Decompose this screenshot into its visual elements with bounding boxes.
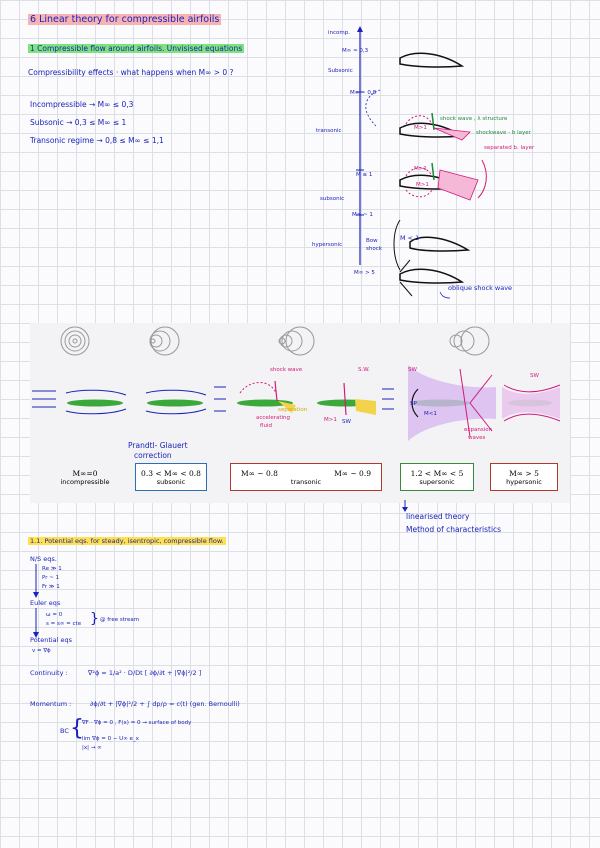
fig-accelerating-1: accelerating [256, 415, 291, 421]
fig-sw-2: SW [342, 419, 351, 425]
fig-prandtl-glauert-1: Prandtl- Glauert [128, 441, 188, 450]
regime-incompressible: Incompressible → M∞ ≤ 0,3 [30, 100, 134, 109]
box-incompressible: M∞=0 incompressible [60, 469, 110, 486]
label-m-lt-1: M < 1 [400, 234, 420, 242]
label-hypersonic: hypersonic [312, 242, 343, 248]
arrow-to-linearised [402, 500, 408, 512]
ns-re: Re ≫ 1 [42, 566, 62, 572]
bc-brace: { [70, 716, 84, 741]
box-hypersonic: M∞ > 5 hypersonic [490, 463, 558, 491]
ns-eqs: N/S eqs. [30, 555, 57, 563]
fig-expansion-1: expansion [464, 427, 493, 433]
label-oblique: oblique shock wave [448, 284, 513, 292]
box-subsonic: 0.3 < M∞ < 0.8 subsonic [135, 463, 207, 491]
fig-m-gt-1: M>1 [324, 417, 337, 423]
fig-separation: separation [278, 407, 308, 413]
label-m1-b: M>1 [414, 166, 427, 172]
label-shock: shock [366, 246, 382, 252]
bc-farfield: lim ∇ϕ = 0 − U∞ e_x [82, 736, 139, 742]
bc-label: BC [60, 727, 69, 735]
potential-eqs: Potential eqs [30, 636, 73, 644]
figure-drawing [32, 326, 561, 441]
method-characteristics: Method of characteristics [406, 525, 502, 534]
euler-entropy: s = s∞ = cte [46, 621, 82, 627]
fig-sw-4: SW [530, 373, 539, 379]
page-title: 6 Linear theory for compressible airfoil… [28, 14, 222, 25]
fig-accelerating-2: fluid [260, 423, 272, 429]
label-m1-c: M>1 [416, 182, 429, 188]
euler-brace: } [90, 611, 99, 627]
continuity-eq: ∇²ϕ = 1/a² · D/Dt [ ∂ϕ/∂t + |∇ϕ|²/2 ] [88, 669, 202, 677]
label-m1-a: M>1 [414, 125, 427, 131]
fig-expansion-2: waves [468, 435, 486, 441]
label-shock-layer: shockwave - b layer [476, 130, 531, 136]
regime-subsonic: Subsonic → 0,3 ≤ M∞ ≤ 1 [30, 118, 127, 127]
question-line: Compressibility effects · what happens w… [28, 68, 234, 77]
fig-sw-3: SW [408, 367, 417, 373]
euler-eqs: Euler eqs [30, 599, 61, 607]
ns-bracket [33, 564, 39, 598]
box-transonic: M∞ ~ 0.8 M∞ ~ 0.9 transonic [230, 463, 382, 491]
label-transonic: transonic [316, 128, 342, 134]
label-incomp: incomp. [328, 30, 350, 36]
euler-bracket [33, 608, 39, 638]
label-m08: M∞ ~ 0,8 [350, 90, 377, 96]
free-stream: @ free stream [100, 617, 140, 623]
potential-def: v = ∇ϕ [32, 648, 51, 654]
label-m1-sim: M∞ ~ 1 [352, 212, 373, 218]
fig-shock-wave: shock wave [270, 367, 303, 373]
fig-sw-1: S.W. [358, 367, 370, 373]
ns-fr: Fr ≫ 1 [42, 584, 60, 590]
label-separated: separated b. layer [484, 145, 535, 151]
label-shock-lambda: shock wave , λ structure [440, 116, 508, 122]
momentum-label: Momentum : [30, 700, 72, 708]
ns-pr: Pr ~ 1 [42, 575, 60, 581]
label-subsonic: Subsonic [328, 68, 353, 74]
momentum-eq: ∂ϕ/∂t + |∇ϕ|²/2 + ∫ dp/ρ = c(t) (gen. Be… [90, 700, 240, 708]
fig-prandtl-glauert-2: correction [134, 451, 172, 460]
section-heading-1-1: 1.1. Potential eqs. for steady, isentrop… [28, 537, 226, 545]
label-subsonic-2: subsonic [320, 196, 345, 202]
box-supersonic: 1.2 < M∞ < 5 supersonic [400, 463, 474, 491]
label-m1-leq: M ≤ 1 [356, 172, 373, 178]
regime-sketch [356, 26, 487, 299]
fig-m-lt-1: M<1 [424, 411, 437, 417]
label-m03: M∞ ≈ 0,3 [342, 48, 369, 54]
regime-transonic: Transonic regime → 0,8 ≤ M∞ ≤ 1,1 [30, 136, 164, 145]
bc-limit: |x| → ∞ [82, 745, 102, 751]
bc-surface: ∇F · ∇ϕ = 0 , F(x) = 0 → surface of body [82, 720, 192, 726]
label-bow: Bow [366, 238, 378, 244]
section-heading-1: 1 Compressible flow around airfoils. Unv… [28, 44, 245, 53]
fig-sp: SP [410, 401, 417, 407]
regime-figure: shock wave accelerating fluid separation… [30, 323, 570, 503]
linearised-theory: linearised theory [406, 512, 470, 521]
euler-omega: ω = 0 [46, 612, 63, 618]
continuity-label: Continuity : [30, 669, 68, 677]
label-m5: M∞ > 5 [354, 270, 375, 276]
